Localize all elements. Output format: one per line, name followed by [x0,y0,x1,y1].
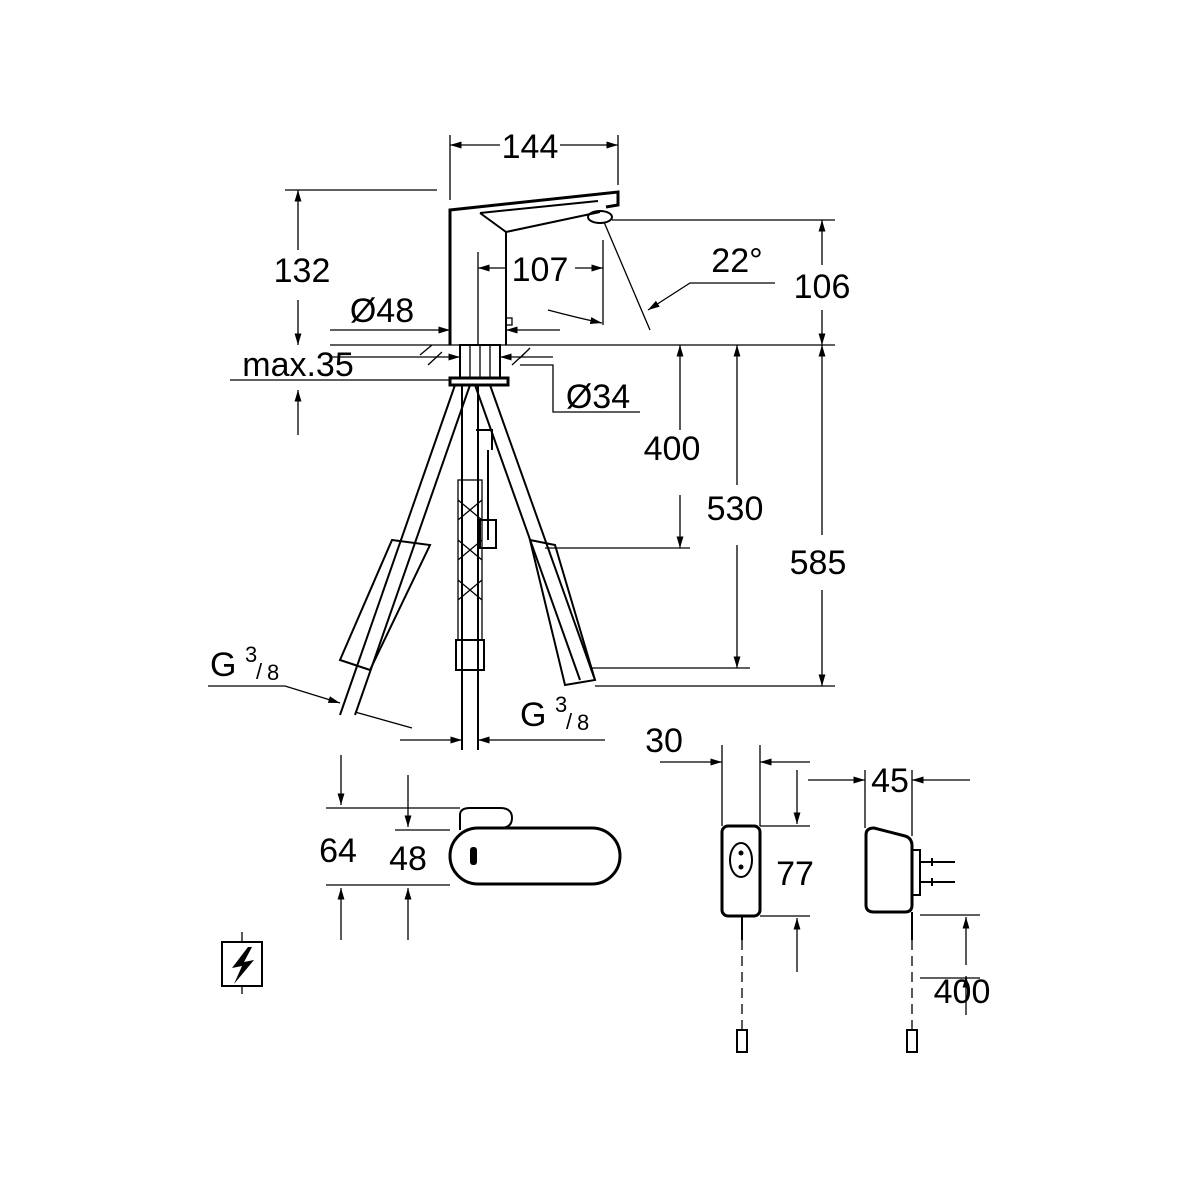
power-adapter-front [660,745,810,1053]
faucet-side-view [419,190,620,387]
dim-angle: 22° [711,242,762,280]
thread-left-label: G 3 / 8 [210,642,279,685]
power-adapter-side [808,770,980,1053]
dim-max-thickness: max.35 [242,346,354,384]
dim-reach: 107 [512,251,569,289]
svg-text:3: 3 [555,692,567,717]
faucet-top-view [326,755,622,940]
dim-hose-mid: 530 [707,490,764,528]
dim-hole-diameter: Ø34 [566,378,630,416]
dim-base-diameter: Ø48 [350,292,414,330]
svg-text:8: 8 [267,660,279,685]
dim-footprint-depth: 64 [319,832,357,870]
svg-text:/: / [256,659,263,684]
electric-battery-icon [221,932,263,994]
dim-spout-height: 106 [794,268,851,306]
dim-cable-length: 400 [934,973,991,1011]
dim-height-top: 132 [274,252,331,290]
dim-hose-short: 400 [644,430,701,468]
dim-width: 144 [502,128,559,166]
svg-text:G: G [210,646,236,684]
svg-text:8: 8 [577,710,589,735]
dimension-lines [208,135,835,744]
supply-hoses [338,384,597,750]
dim-adapter-width: 30 [645,722,683,760]
svg-text:G: G [520,696,546,734]
dim-footprint-inner: 48 [389,840,427,878]
svg-text:/: / [566,709,573,734]
thread-right-label: G 3 / 8 [520,692,589,735]
dim-hose-long: 585 [790,544,847,582]
dim-adapter-height: 77 [776,855,814,893]
svg-text:3: 3 [245,642,257,667]
dim-plug-depth: 45 [871,762,909,800]
